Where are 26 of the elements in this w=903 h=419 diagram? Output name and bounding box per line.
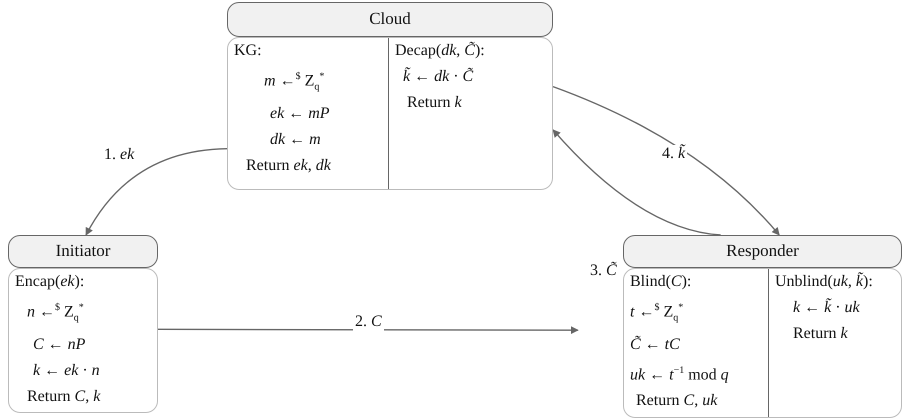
pseudocode-line: uk ← t$^{−1}$ mod q bbox=[630, 364, 729, 384]
arrow bbox=[85, 148, 228, 236]
arrow bbox=[158, 326, 579, 334]
pseudocode-line: Return k bbox=[407, 94, 462, 112]
arrow bbox=[552, 86, 780, 236]
header-bar: Responder bbox=[623, 235, 902, 268]
header-bar: Cloud bbox=[227, 2, 553, 37]
edge-label: 2. C bbox=[353, 313, 384, 331]
pseudocode-line: Return k bbox=[793, 325, 848, 343]
pseudocode-line: k̃ ← dk · C̃ bbox=[403, 68, 474, 86]
function-heading: Encap(ek): bbox=[15, 273, 84, 291]
pseudocode-line: Return C, uk bbox=[636, 392, 718, 410]
function-heading: KG: bbox=[234, 42, 262, 60]
arrow bbox=[552, 129, 721, 236]
pseudocode-line: Return ek, dk bbox=[246, 156, 331, 175]
function-heading: Blind(C): bbox=[630, 273, 692, 291]
header-bar: Initiator bbox=[8, 235, 158, 268]
pseudocode-line: ek ← mP bbox=[270, 104, 330, 123]
pseudocode-line: k ← ek · n bbox=[33, 362, 100, 380]
pseudocode-line: Return C, k bbox=[27, 388, 100, 406]
pseudocode-line: k ← k̃ · uk bbox=[793, 299, 860, 317]
pseudocode-line: C ← nP bbox=[33, 336, 86, 354]
function-heading: Unblind(uk, k̃): bbox=[775, 273, 873, 291]
pseudocode-line: C̃ ← tC bbox=[630, 336, 680, 354]
function-heading: Decap(dk, C̃): bbox=[395, 42, 485, 60]
pseudocode-line: dk ← m bbox=[270, 130, 321, 149]
